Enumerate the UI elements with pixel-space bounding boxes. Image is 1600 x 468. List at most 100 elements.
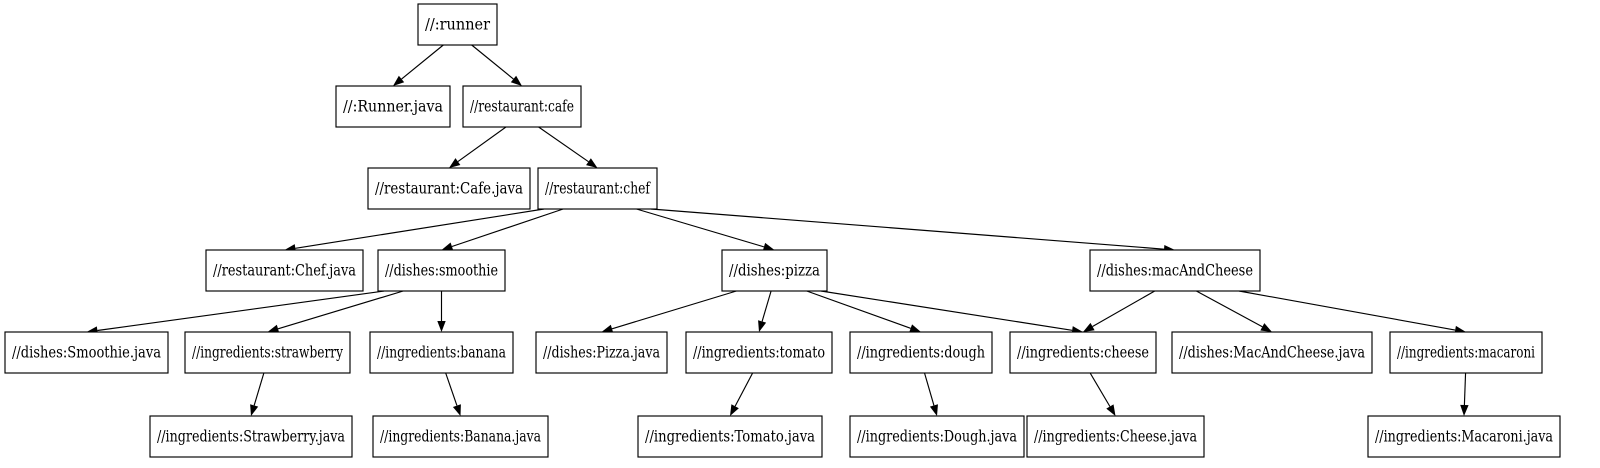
graph-node-restaurant_chef_java[interactable]: //restaurant:Chef.java [205,249,364,292]
node-box[interactable] [372,415,549,458]
node-box[interactable] [335,85,451,128]
node-label: //dishes:macAndCheese [1097,262,1253,280]
arrowhead-icon [730,404,739,416]
node-label: //:runner [425,16,491,34]
node-box[interactable] [1026,415,1205,458]
graph-node-ing_banana_java[interactable]: //ingredients:Banana.java [372,415,549,458]
edge-restaurant_cafe-to-restaurant_cafe_java [457,126,507,163]
node-label: //ingredients:tomato [693,344,825,362]
node-box[interactable] [849,415,1025,458]
node-box[interactable] [367,167,531,210]
edge-ing_tomato-to-ing_tomato_java [734,372,754,407]
arrowhead-icon [510,75,522,86]
node-label: //dishes:smoothie [385,262,498,280]
node-label: //restaurant:chef [545,180,651,198]
edge-dishes_pizza-to-ing_cheese [820,290,1073,331]
graph-node-dishes_mac_java[interactable]: //dishes:MacAndCheese.java [1171,331,1373,374]
node-box[interactable] [1089,249,1261,292]
node-label: //ingredients:cheese [1017,344,1149,362]
nodes-layer: //:runner //:Runner.java //restaurant:cafe… [4,3,1561,458]
graph-node-dishes_pizza_java[interactable]: //dishes:Pizza.java [535,331,668,374]
node-box[interactable] [184,331,351,374]
graph-node-dishes_pizza[interactable]: //dishes:pizza [721,249,828,292]
graph-node-ing_dough[interactable]: //ingredients:dough [849,331,993,374]
graph-node-dishes_smoothie_java[interactable]: //dishes:Smoothie.java [4,331,169,374]
node-box[interactable] [537,167,658,210]
node-box[interactable] [685,331,833,374]
arrowhead-icon [437,321,446,332]
edge-runner-to-runner_java [401,44,444,80]
graph-node-ing_strawberry_java[interactable]: //ingredients:Strawberry.java [149,415,353,458]
graph-node-ing_strawberry[interactable]: //ingredients:strawberry [184,331,351,374]
graph-node-restaurant_cafe_java[interactable]: //restaurant:Cafe.java [367,167,531,210]
arrowhead-icon [1460,404,1469,416]
node-label: //ingredients:banana [377,344,506,362]
node-label: //ingredients:Cheese.java [1034,428,1197,446]
graph-node-ing_tomato[interactable]: //ingredients:tomato [685,331,833,374]
arrowhead-icon [762,242,775,251]
arrowhead-icon [1260,323,1272,332]
node-box[interactable] [417,3,498,46]
arrowhead-icon [441,242,454,251]
graph-node-ing_cheese[interactable]: //ingredients:cheese [1009,331,1157,374]
edge-ing_banana-to-ing_banana_java [445,372,458,406]
node-box[interactable] [637,415,823,458]
edge-ing_macaroni-to-ing_macaroni_java [1463,372,1467,406]
node-box[interactable] [849,331,993,374]
graph-node-dishes_macandcheese[interactable]: //dishes:macAndCheese [1089,249,1261,292]
graph-node-runner_java[interactable]: //:Runner.java [335,85,451,128]
edge-restaurant_chef-to-dishes_smoothie [451,208,564,248]
node-label: //:Runner.java [343,98,443,116]
edge-dishes_smoothie-to-dishes_smoothie_java [97,290,385,332]
node-label: //restaurant:Chef.java [213,262,356,280]
edge-dishes_pizza-to-ing_dough [806,290,911,329]
edge-runner-to-restaurant_cafe [471,44,514,80]
edge-ing_cheese-to-ing_cheese_java [1089,372,1111,407]
node-box[interactable] [377,249,506,292]
arrowhead-icon [929,404,938,416]
graph-node-ing_banana[interactable]: //ingredients:banana [369,331,514,374]
node-label: //ingredients:Macaroni.java [1375,428,1553,446]
arrowhead-icon [393,75,405,86]
node-label: //ingredients:Strawberry.java [157,428,345,446]
node-box[interactable] [721,249,828,292]
node-label: //dishes:Smoothie.java [12,344,161,362]
edge-dishes_smoothie-to-ing_strawberry [277,290,404,330]
graph-node-restaurant_chef[interactable]: //restaurant:chef [537,167,658,210]
edge-restaurant_chef-to-restaurant_chef_java [295,208,545,249]
node-box[interactable] [535,331,668,374]
node-label: //ingredients:macaroni [1397,344,1535,362]
edge-dishes_pizza-to-ing_tomato [761,290,772,322]
node-box[interactable] [205,249,364,292]
arrowhead-icon [449,158,461,168]
graph-node-runner[interactable]: //:runner [417,3,498,46]
node-label: //ingredients:Tomato.java [645,428,815,446]
node-box[interactable] [1389,331,1543,374]
node-box[interactable] [369,331,514,374]
node-box[interactable] [4,331,169,374]
node-label: //dishes:pizza [729,262,820,280]
node-box[interactable] [1367,415,1561,458]
arrowhead-icon [586,158,598,168]
node-label: //ingredients:Dough.java [857,428,1017,446]
graph-node-ing_dough_java[interactable]: //ingredients:Dough.java [849,415,1025,458]
arrowhead-icon [1106,404,1116,416]
graph-node-ing_tomato_java[interactable]: //ingredients:Tomato.java [637,415,823,458]
node-box[interactable] [1171,331,1373,374]
node-box[interactable] [1009,331,1157,374]
node-label: //dishes:Pizza.java [543,344,660,362]
node-label: //restaurant:Cafe.java [375,180,523,198]
node-box[interactable] [149,415,353,458]
edge-ing_dough-to-ing_dough_java [923,372,935,406]
graph-node-ing_cheese_java[interactable]: //ingredients:Cheese.java [1026,415,1205,458]
graph-node-restaurant_cafe[interactable]: //restaurant:cafe [462,85,582,128]
node-label: //ingredients:dough [857,344,985,362]
graph-node-dishes_smoothie[interactable]: //dishes:smoothie [377,249,506,292]
edge-restaurant_cafe-to-restaurant_chef [538,126,589,163]
edge-restaurant_chef-to-dishes_pizza [636,208,765,248]
graph-node-ing_macaroni_java[interactable]: //ingredients:Macaroni.java [1367,415,1561,458]
node-box[interactable] [462,85,582,128]
graph-node-ing_macaroni[interactable]: //ingredients:macaroni [1389,331,1543,374]
edge-dishes_pizza-to-dishes_pizza_java [611,290,737,330]
